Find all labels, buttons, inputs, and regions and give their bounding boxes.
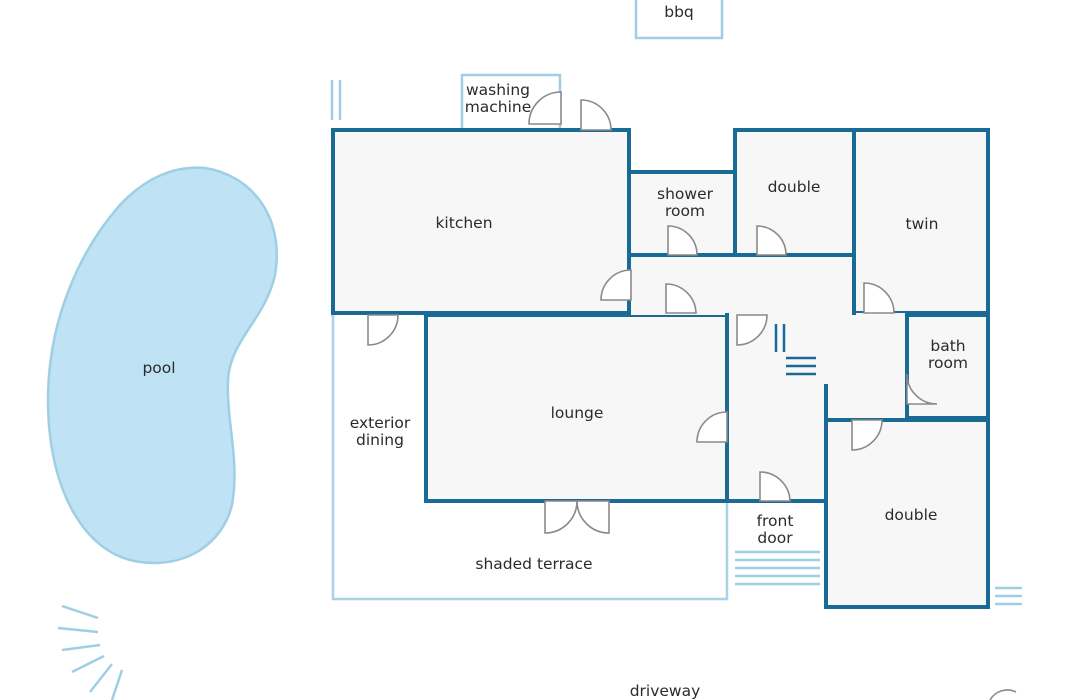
door bbox=[528, 91, 612, 131]
door bbox=[736, 314, 768, 346]
label-front-door-2: door bbox=[757, 529, 793, 547]
bbq-outline bbox=[634, 0, 724, 40]
door bbox=[851, 419, 883, 451]
hall-wall bbox=[725, 313, 828, 503]
label-shower-room-2: room bbox=[665, 202, 705, 220]
hallway bbox=[631, 257, 905, 501]
label-kitchen: kitchen bbox=[435, 214, 492, 232]
interior-stairs bbox=[774, 324, 816, 376]
side-steps bbox=[995, 586, 1022, 606]
terrace-outline bbox=[331, 314, 729, 601]
label-shower-room-1: shower bbox=[657, 185, 714, 203]
label-pool: pool bbox=[142, 359, 175, 377]
label-lounge: lounge bbox=[551, 404, 604, 422]
terrace-double-door bbox=[544, 500, 610, 534]
sun-rays bbox=[57, 604, 124, 700]
pool-shape bbox=[46, 166, 278, 565]
label-exterior-dining-1: exterior bbox=[350, 414, 411, 432]
label-driveway: driveway bbox=[630, 682, 701, 700]
label-washing-machine-2: machine bbox=[465, 98, 532, 116]
label-twin: twin bbox=[906, 215, 939, 233]
door bbox=[759, 471, 791, 502]
label-bath-room-2: room bbox=[928, 354, 968, 372]
lounge-room bbox=[424, 313, 729, 503]
door bbox=[906, 373, 938, 405]
door bbox=[600, 269, 632, 301]
label-shaded-terrace: shaded terrace bbox=[475, 555, 592, 573]
door bbox=[367, 314, 399, 346]
corner-arc bbox=[989, 689, 1017, 700]
door bbox=[696, 411, 728, 443]
door bbox=[863, 282, 895, 314]
double-bottom-room bbox=[824, 418, 990, 609]
door bbox=[665, 283, 697, 314]
label-front-door-1: front bbox=[757, 512, 794, 530]
door bbox=[667, 225, 698, 256]
double-top-room bbox=[733, 128, 856, 257]
label-exterior-dining-2: dining bbox=[356, 431, 404, 449]
door bbox=[756, 225, 787, 256]
label-bath-room-1: bath bbox=[930, 337, 965, 355]
label-bbq: bbq bbox=[664, 3, 694, 21]
label-washing-machine-1: washing bbox=[466, 81, 530, 99]
label-double-bottom: double bbox=[885, 506, 938, 524]
front-steps bbox=[735, 550, 820, 586]
label-double-top: double bbox=[768, 178, 821, 196]
